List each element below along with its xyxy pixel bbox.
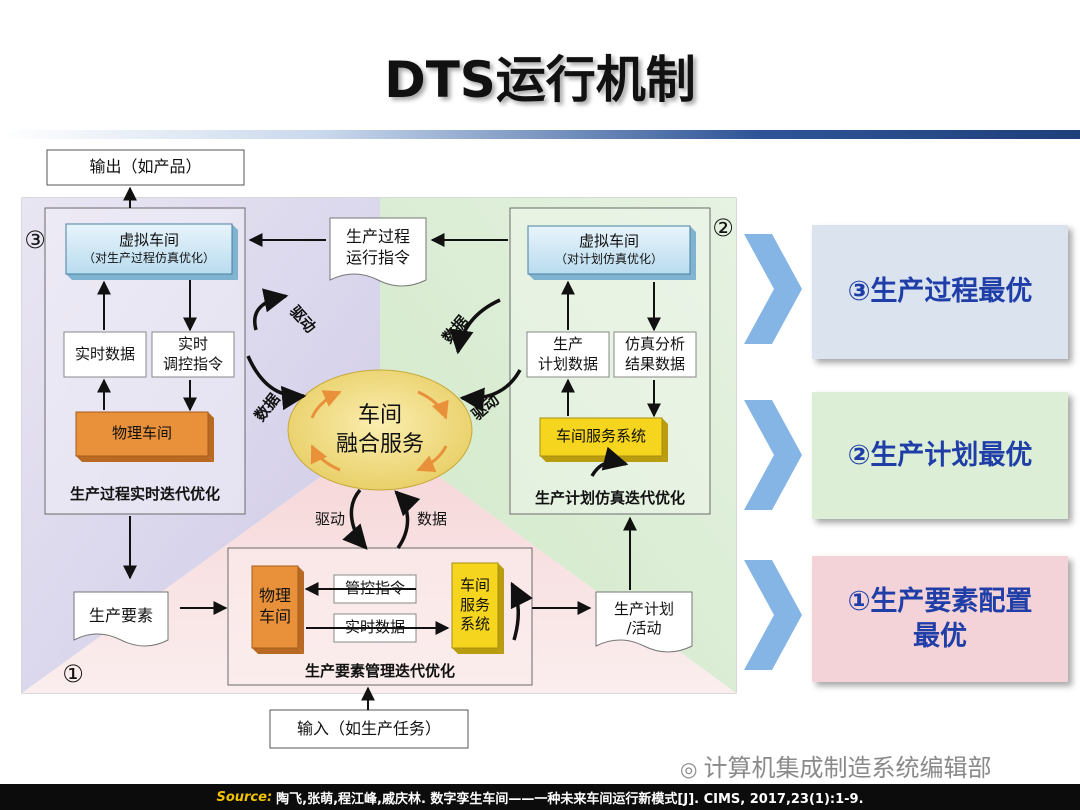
left-realtime-cmd-box	[151, 331, 235, 378]
card-elements-line1: ①生产要素配置	[847, 585, 1033, 617]
label-bottom-data: 数据	[416, 510, 447, 529]
card-elements-optimal: ①生产要素配置 最优	[812, 556, 1068, 682]
bottom-physical-line2: 车间	[258, 607, 291, 626]
doc-plan-line2: /活动	[626, 619, 662, 637]
page-title: DTS运行机制	[384, 51, 696, 109]
center-line1: 车间	[357, 403, 402, 429]
bottom-service-line1: 车间	[459, 576, 490, 595]
bottom-physical-line1: 物理	[258, 586, 291, 606]
bottom-realtime-data: 实时数据	[344, 618, 405, 637]
bottom-service-box	[451, 562, 499, 649]
right-service-bottom	[540, 456, 668, 462]
bottom-service-line2: 服务	[459, 595, 490, 614]
right-sim-result-line2: 结果数据	[624, 354, 685, 373]
doc-process-instruction: 生产过程 运行指令	[330, 222, 426, 274]
card-elements-line2: 最优	[913, 621, 967, 652]
right-service-system: 车间服务系统	[555, 427, 646, 446]
citation-text: 陶飞,张萌,程江峰,戚庆林. 数字孪生车间——一种未来车间运行新模式[J]. C…	[276, 791, 864, 807]
left-realtime-data-box	[63, 331, 147, 378]
output-box	[46, 149, 245, 186]
right-plan-data: 生产 计划数据	[527, 332, 609, 377]
marker-three: ③	[24, 226, 46, 255]
label-bottom-drive: 驱动	[314, 510, 345, 529]
chevron-icon	[744, 400, 802, 510]
right-service-box	[539, 417, 663, 457]
doc-process-line1: 生产过程	[345, 227, 410, 247]
left-physical-workshop: 物理车间	[111, 424, 172, 443]
doc-process-shape	[329, 217, 427, 287]
bottom-service-side	[498, 563, 504, 654]
right-sim-result: 仿真分析 结果数据	[614, 332, 696, 377]
left-physical-bottom	[76, 456, 214, 462]
right-virtual-title: 虚拟车间	[578, 232, 639, 251]
bottom-control-cmd: 管控指令	[344, 579, 405, 598]
center-line2: 融合服务	[335, 432, 424, 457]
right-virtual-side	[690, 226, 696, 280]
right-service-side	[662, 418, 668, 462]
right-sim-result-box	[613, 331, 697, 378]
wechat-icon: ◎	[680, 757, 698, 781]
center-fusion-service: 车间 融合服务	[300, 396, 460, 466]
output-box-label: 输出（如产品）	[89, 157, 202, 177]
right-sim-result-line1: 仿真分析	[624, 335, 685, 353]
bottom-service-bottom	[452, 648, 504, 654]
chevron-icon	[744, 560, 802, 670]
source-label: Source:	[216, 789, 273, 805]
bottom-physical-box	[251, 565, 299, 649]
marker-two: ②	[712, 214, 734, 243]
card-process-optimal: ③生产过程最优	[812, 225, 1068, 359]
left-physical-box	[75, 411, 209, 457]
left-realtime-cmd: 实时 调控指令	[152, 332, 234, 377]
left-virtual-sub: （对生产过程仿真优化）	[82, 250, 215, 265]
right-virtual-workshop: 虚拟车间 （对计划仿真优化）	[528, 226, 690, 274]
left-physical-side	[208, 412, 214, 462]
right-panel-caption: 生产计划仿真迭代优化	[534, 489, 685, 508]
bottom-service-system: 车间 服务 系统	[452, 563, 498, 648]
right-virtual-sub: （对计划仿真优化）	[554, 251, 663, 266]
watermark-text: 计算机集成制造系统编辑部	[703, 754, 992, 782]
left-virtual-bottom	[66, 274, 238, 280]
marker-one: ①	[62, 660, 84, 689]
left-virtual-side	[232, 224, 238, 280]
left-realtime-cmd-line2: 调控指令	[162, 354, 223, 373]
left-virtual-title: 虚拟车间	[118, 231, 179, 250]
citation-footer: Source: 陶飞,张萌,程江峰,戚庆林. 数字孪生车间——一种未来车间运行新…	[0, 784, 1080, 810]
left-realtime-data: 实时数据	[74, 344, 135, 363]
right-virtual-box	[527, 225, 691, 275]
bottom-physical-bottom	[252, 648, 304, 654]
right-plan-data-box	[526, 331, 610, 378]
bottom-service-line3: 系统	[459, 615, 490, 634]
doc-elements-shape	[73, 591, 169, 647]
left-virtual-workshop: 虚拟车间 （对生产过程仿真优化）	[66, 224, 232, 274]
card-plan-optimal: ②生产计划最优	[812, 392, 1068, 519]
chevron-icon	[744, 234, 802, 344]
watermark: ◎计算机集成制造系统编辑部	[680, 748, 991, 783]
input-box	[269, 709, 469, 749]
doc-production-elements: 生产要素	[88, 605, 153, 625]
bottom-physical-workshop: 物理 车间	[252, 566, 298, 648]
left-virtual-box	[65, 223, 233, 275]
bottom-physical-side	[298, 566, 304, 654]
right-plan-data-line1: 生产	[552, 335, 583, 353]
left-realtime-cmd-line1: 实时	[177, 335, 208, 353]
bottom-panel-caption: 生产要素管理迭代优化	[304, 662, 455, 681]
input-box-label: 输入（如生产任务）	[296, 718, 441, 738]
left-panel-caption: 生产过程实时迭代优化	[69, 485, 220, 504]
doc-process-line2: 运行指令	[345, 248, 410, 267]
right-virtual-bottom	[528, 274, 696, 280]
doc-production-plan: 生产计划 /活动	[596, 594, 692, 644]
right-plan-data-line2: 计划数据	[537, 354, 598, 373]
title-divider	[0, 130, 1080, 139]
doc-plan-line1: 生产计划	[613, 599, 674, 618]
doc-plan-shape	[595, 591, 693, 653]
